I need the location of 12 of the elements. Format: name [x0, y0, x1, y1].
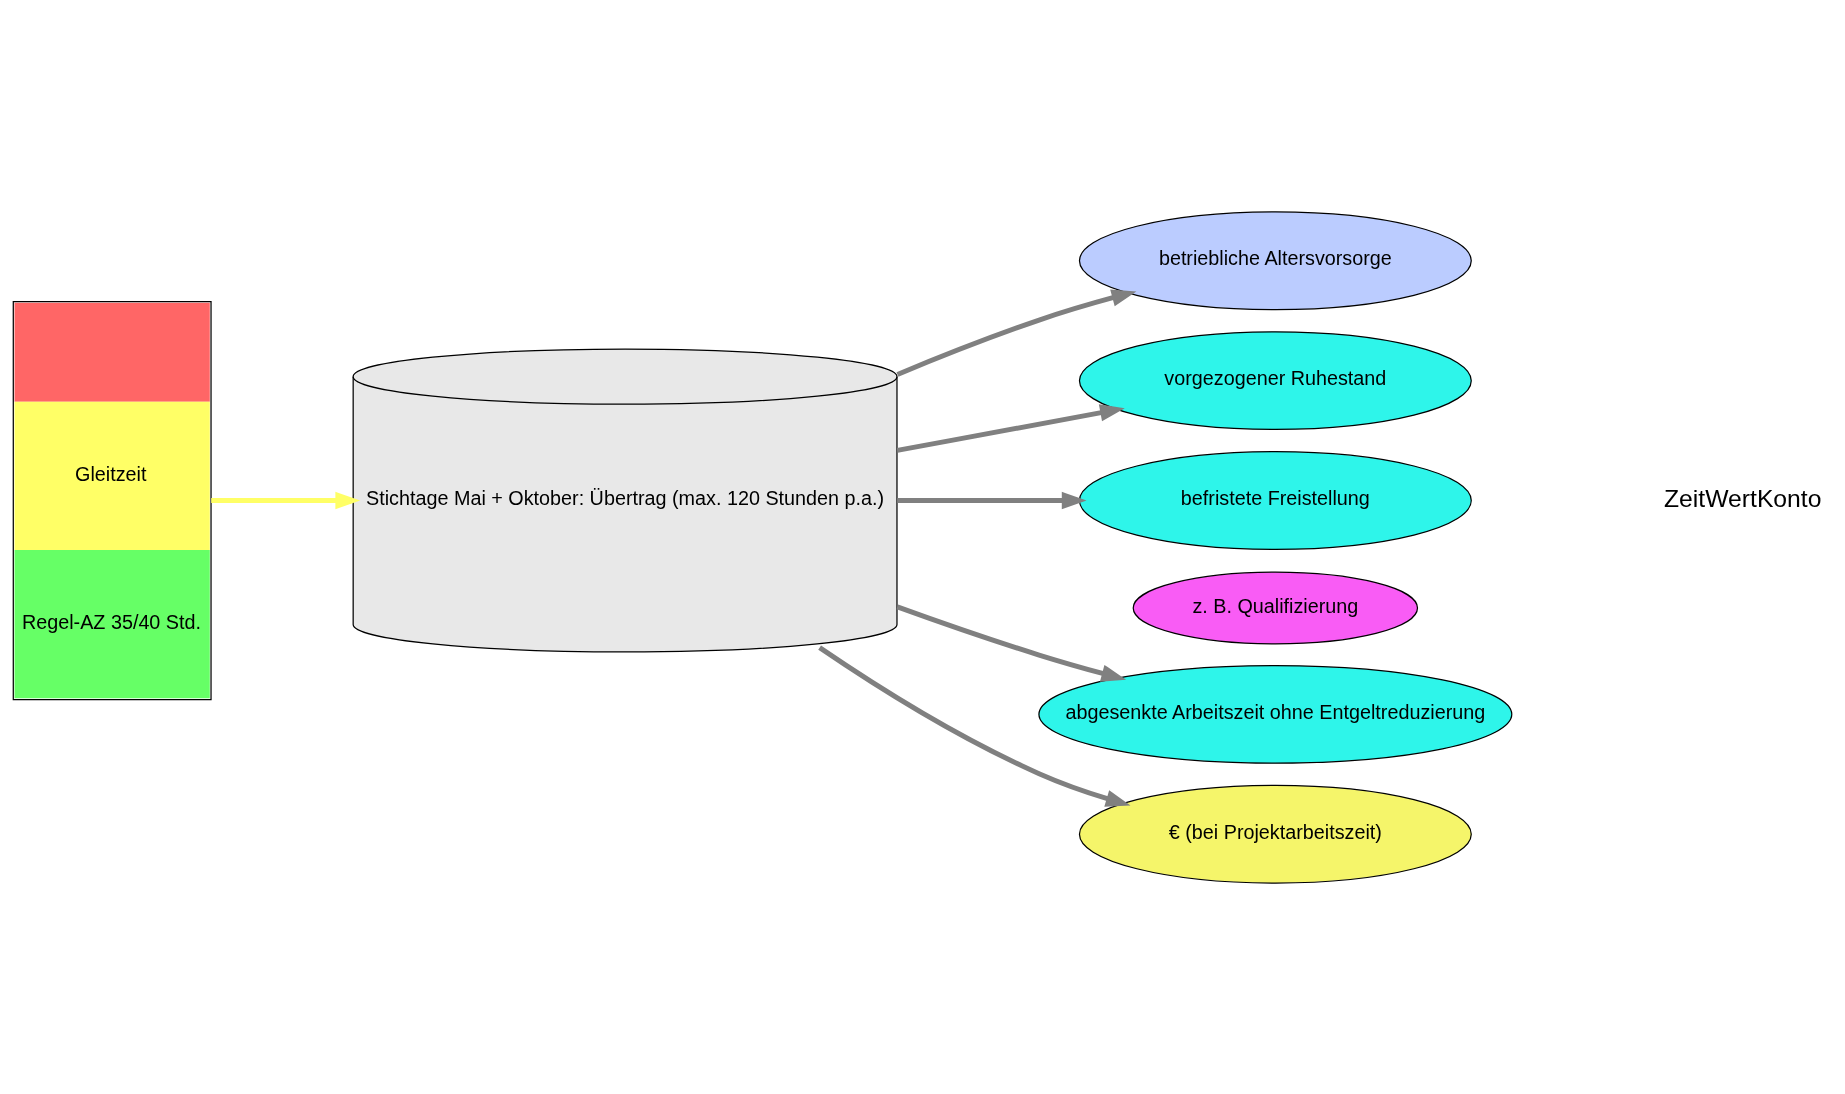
node-ellipse: vorgezogener Ruhestand [1078, 330, 1472, 430]
arrow [211, 491, 361, 509]
label: ZeitWertKonto [1664, 484, 1822, 512]
node-ellipse: € (bei Projektarbeitszeit) [1078, 784, 1472, 884]
arrow [818, 645, 1131, 807]
arrow [896, 288, 1137, 377]
node-ellipse: betriebliche Altersvorsorge [1078, 210, 1472, 310]
arrow [897, 491, 1087, 509]
node-ellipse: z. B. Qualifizierung [1132, 571, 1419, 644]
node-ellipse: befristete Freistellung [1078, 450, 1472, 550]
arrow [896, 403, 1125, 453]
arrow [896, 604, 1127, 682]
